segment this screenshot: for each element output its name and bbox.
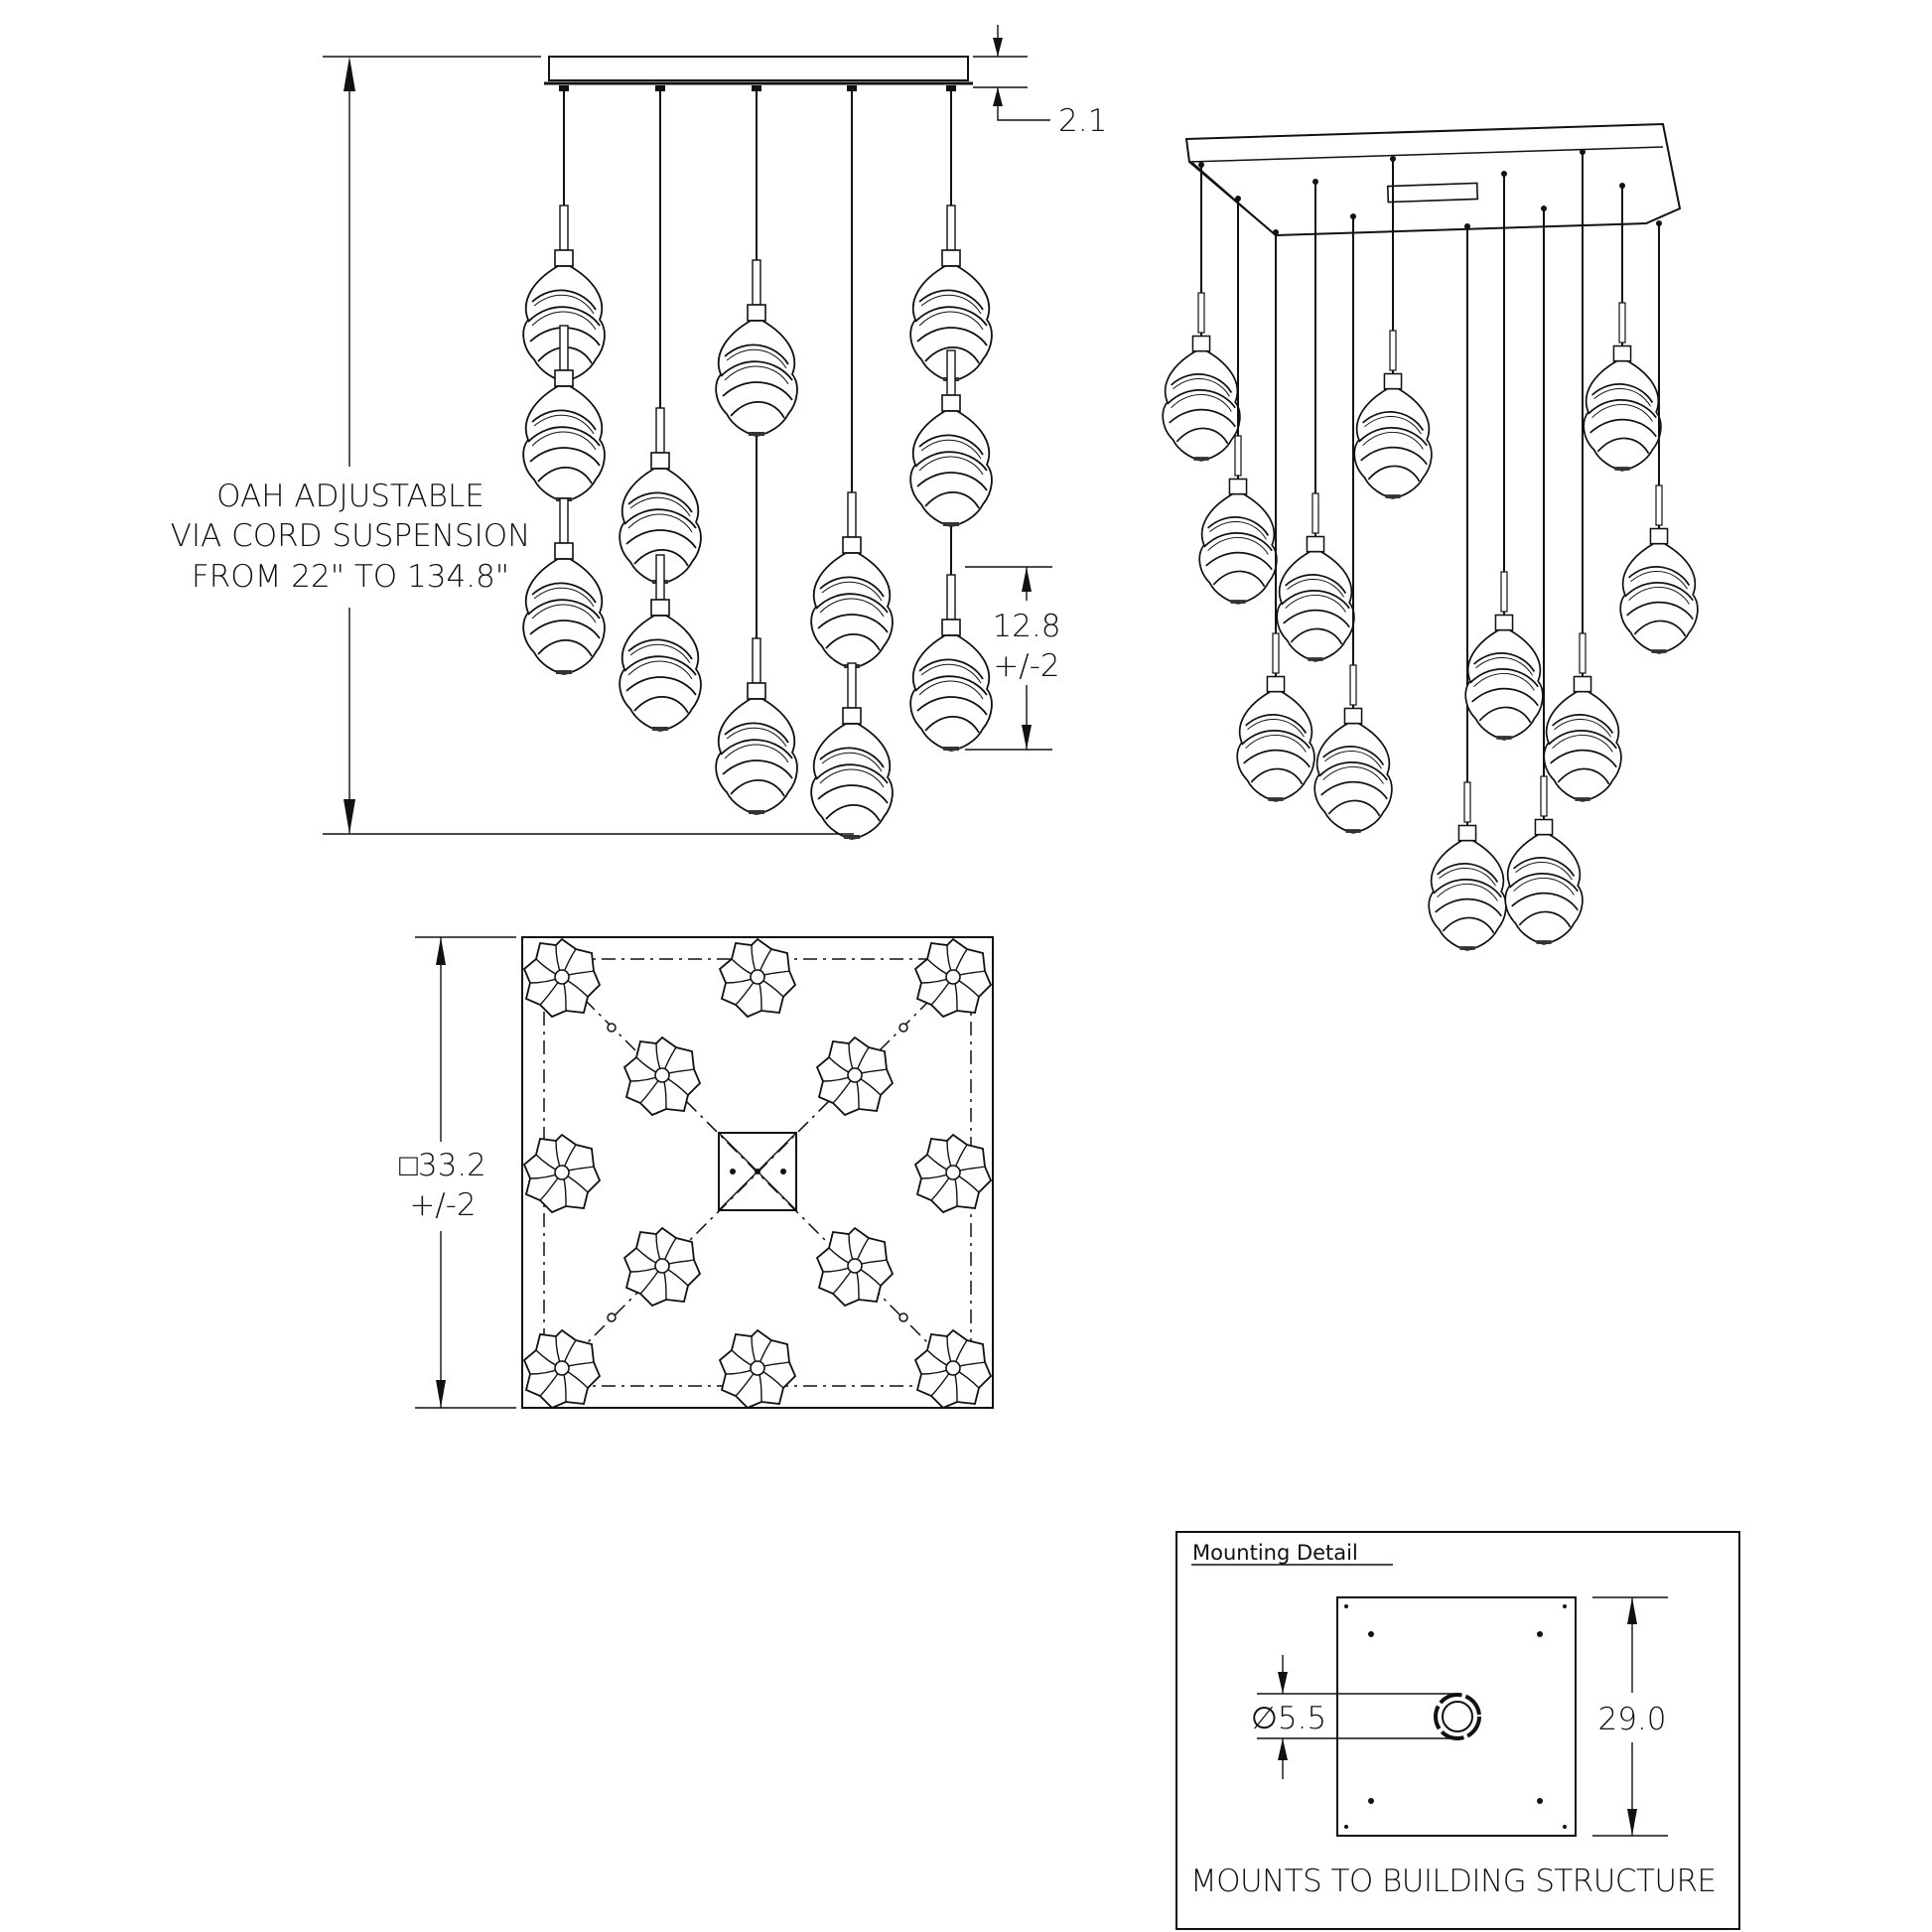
glass-pendant: [909, 619, 993, 752]
glass-pendant: [1504, 818, 1584, 945]
glass-pendant: [715, 682, 798, 815]
glass-pendant: [1236, 675, 1315, 802]
oah-label-line-2: VIA CORD SUSPENSION: [171, 518, 531, 554]
oah-label-line-3: FROM 22" TO 134.8": [192, 559, 509, 595]
pendant-rosette: [719, 1329, 796, 1409]
cord-point: [898, 1312, 908, 1322]
glass-pendant: [1162, 335, 1241, 462]
front-view: OAH ADJUSTABLE VIA CORD SUSPENSION FROM …: [171, 25, 1107, 840]
glass-pendant: [522, 542, 606, 675]
glass-pendant: [1428, 824, 1507, 951]
glass-pendant: [715, 304, 798, 437]
isometric-view: [1162, 122, 1699, 951]
cord-point: [607, 1023, 617, 1033]
pendant-rosette: [523, 938, 601, 1018]
plan-rosettes: [523, 938, 992, 1409]
glass-pendant: [619, 599, 702, 732]
hole-diameter-label: ∅5.5: [1251, 1701, 1326, 1736]
mounting-note: MOUNTS TO BUILDING STRUCTURE: [1190, 1863, 1717, 1899]
pendant-rosette: [523, 1329, 601, 1409]
glass-pendant: [1583, 345, 1662, 472]
iso-canopy: [1184, 122, 1682, 237]
pendant-rosette: [914, 1329, 992, 1409]
canopy-height-label: 2.1: [1058, 103, 1107, 139]
oah-label-line-1: OAH ADJUSTABLE: [216, 479, 484, 514]
front-canopy: [548, 56, 969, 81]
mounting-detail: Mounting Detail ∅5.5 29.0 MOUNTS TO BUIL…: [1175, 1531, 1740, 1930]
plan-size-value: □33.2: [399, 1148, 486, 1183]
glass-pendant: [522, 369, 606, 502]
plate-size-label: 29.0: [1597, 1702, 1666, 1737]
glass-pendant: [1543, 675, 1622, 802]
front-pendants: [522, 85, 993, 840]
glass-pendant: [1353, 372, 1433, 499]
pendant-spacing-tolerance: +/-2: [993, 648, 1059, 684]
pendant-rosette: [719, 938, 796, 1018]
glass-pendant: [1276, 535, 1355, 662]
pendant-rosette: [816, 1227, 894, 1307]
glass-pendant: [1313, 707, 1393, 834]
glass-pendant: [1198, 478, 1278, 605]
center-canopy-box: [718, 1132, 797, 1211]
pendant-rosette: [523, 1134, 601, 1213]
glass-pendant: [909, 394, 993, 527]
cord-point: [898, 1023, 908, 1033]
glass-pendant: [1619, 527, 1699, 654]
iso-pendants: [1162, 122, 1699, 951]
mounting-detail-title: Mounting Detail: [1192, 1541, 1358, 1565]
glass-pendant: [810, 707, 894, 840]
glass-pendant: [1464, 614, 1544, 741]
plan-size-tolerance: +/-2: [409, 1187, 476, 1223]
pendant-rosette: [914, 938, 992, 1018]
cord-point: [607, 1312, 617, 1322]
glass-pendant: [810, 536, 894, 669]
plan-view: □33.2 +/-2: [399, 936, 994, 1409]
pendant-rosette: [914, 1134, 992, 1213]
pendant-spacing-value: 12.8: [992, 609, 1060, 644]
